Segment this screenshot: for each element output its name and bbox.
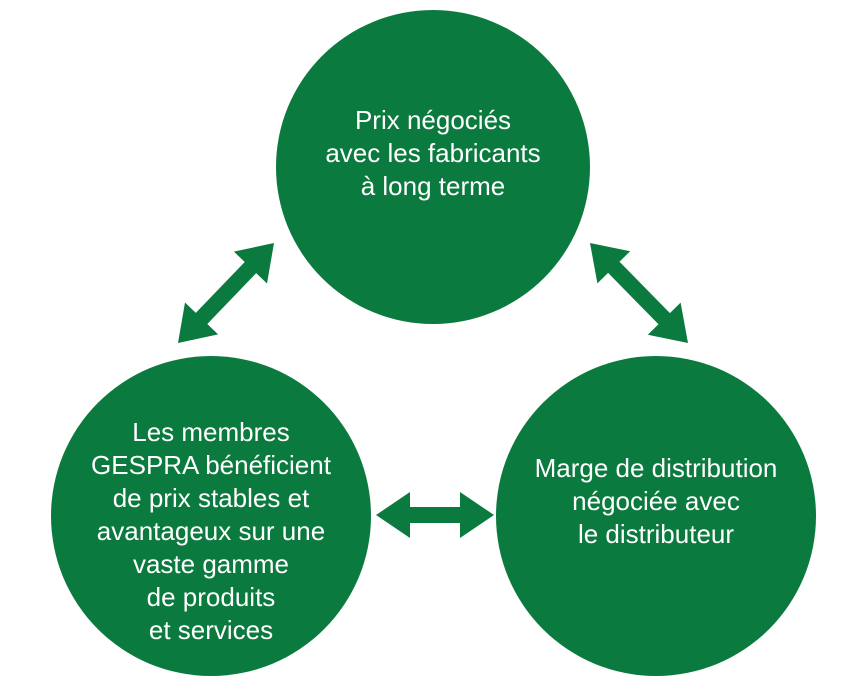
node-right-line: le distributeur <box>577 518 735 549</box>
node-top-line: avec les fabricants <box>325 137 541 168</box>
node-right-text: Marge de distribution négociée avec le d… <box>535 452 778 551</box>
node-left-line: de produits <box>146 581 276 612</box>
node-left-line: avantageux sur une <box>96 515 326 546</box>
double-arrow-top-right <box>590 243 688 343</box>
double-arrow-left-right <box>376 492 494 538</box>
node-right-line: Marge de distribution <box>534 452 778 483</box>
node-left-text: Les membres GESPRA bénéficient de prix s… <box>91 416 331 647</box>
node-circle-left: Les membres GESPRA bénéficient de prix s… <box>51 356 371 676</box>
node-top-text: Prix négociés avec les fabricants à long… <box>325 104 540 203</box>
node-right-line: négociée avec <box>572 485 740 516</box>
node-left-line: de prix stables et <box>112 482 310 513</box>
node-left-line: GESPRA bénéficient <box>91 449 331 480</box>
node-left-line: et services <box>148 614 274 645</box>
node-circle-right: Marge de distribution négociée avec le d… <box>496 356 816 676</box>
node-left-line: vaste gamme <box>132 548 290 579</box>
node-top-line: à long terme <box>360 170 506 201</box>
node-top-line: Prix négociés <box>354 104 512 135</box>
double-arrow-top-left <box>178 243 274 343</box>
node-circle-top: Prix négociés avec les fabricants à long… <box>276 10 590 324</box>
node-left-line: Les membres <box>132 416 290 447</box>
